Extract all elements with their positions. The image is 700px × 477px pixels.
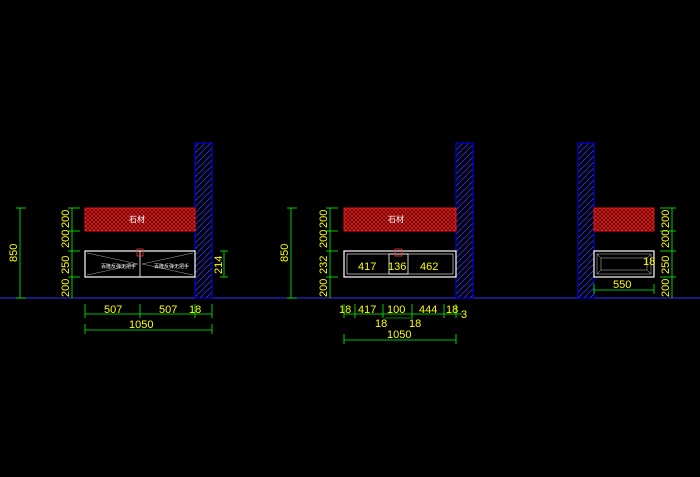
stone-panel	[343, 207, 457, 232]
dim-stack-4: 200	[60, 279, 72, 297]
dim-stack-2: 200	[318, 230, 330, 248]
stone-label: 石材	[388, 214, 404, 224]
dim-stack-4: 200	[660, 279, 672, 297]
dim-h-total: 1050	[387, 329, 411, 341]
door-handle	[136, 248, 144, 257]
dim-h-3: 18	[189, 304, 201, 316]
dim-h-4: 444	[419, 304, 437, 316]
dim-stack-1: 200	[60, 210, 72, 228]
door-label-right: 百隆反弹无把手	[154, 263, 189, 270]
door-swing-right	[141, 252, 194, 276]
dim-stack-3: 250	[660, 256, 672, 274]
stone-panel	[84, 207, 196, 232]
dim-width: 550	[613, 279, 631, 291]
dim-stack-1: 200	[660, 210, 672, 228]
inner-depth: 18	[643, 256, 655, 268]
wall-section	[455, 142, 474, 299]
dim-h2-1: 18	[375, 318, 387, 330]
inner-dim-left: 417	[358, 261, 376, 273]
cabinet-outline	[343, 250, 457, 278]
dim-stack-4: 200	[318, 279, 330, 297]
dim-h-total: 1050	[129, 319, 153, 331]
cabinet-bevel	[596, 253, 652, 275]
dim-h-1: 18	[339, 304, 351, 316]
wall-section	[194, 142, 213, 299]
inner-dim-center: 136	[388, 261, 406, 273]
dim-stack-1: 200	[318, 210, 330, 228]
dim-h-5: 18	[446, 304, 458, 316]
wall-section	[577, 142, 595, 299]
dim-total-height: 850	[279, 244, 291, 262]
door-swing-left	[86, 252, 139, 276]
stone-label: 石材	[129, 214, 145, 224]
dim-h-3: 100	[387, 304, 405, 316]
elevation-1: 石材 百隆反弹无把手 百隆反弹无把手 850 200 200 250 200 2…	[8, 142, 228, 334]
dim-h-2: 507	[159, 304, 177, 316]
door-handle	[394, 248, 403, 257]
dim-stack-2: 200	[60, 230, 72, 248]
dim-h-6: 3	[461, 309, 467, 321]
door-label-left: 百隆反弹无把手	[101, 263, 136, 270]
dim-right-depth: 214	[213, 256, 225, 274]
inner-dim-right: 462	[420, 261, 438, 273]
dim-h-1: 507	[104, 304, 122, 316]
cabinet-outline	[593, 250, 655, 278]
dim-total-height: 850	[8, 244, 20, 262]
dim-stack-3: 232	[318, 256, 330, 274]
dim-stack-2: 200	[660, 230, 672, 248]
stone-panel	[593, 207, 655, 232]
dim-h2-2: 18	[409, 318, 421, 330]
dim-stack-3: 250	[60, 256, 72, 274]
center-box	[388, 253, 409, 275]
elevation-2: 石材 417 136 462 850 200 200 232 200 18 41…	[279, 142, 474, 344]
dim-h-2: 417	[358, 304, 376, 316]
elevation-3: 18 550 200 200 250 200	[577, 142, 676, 299]
